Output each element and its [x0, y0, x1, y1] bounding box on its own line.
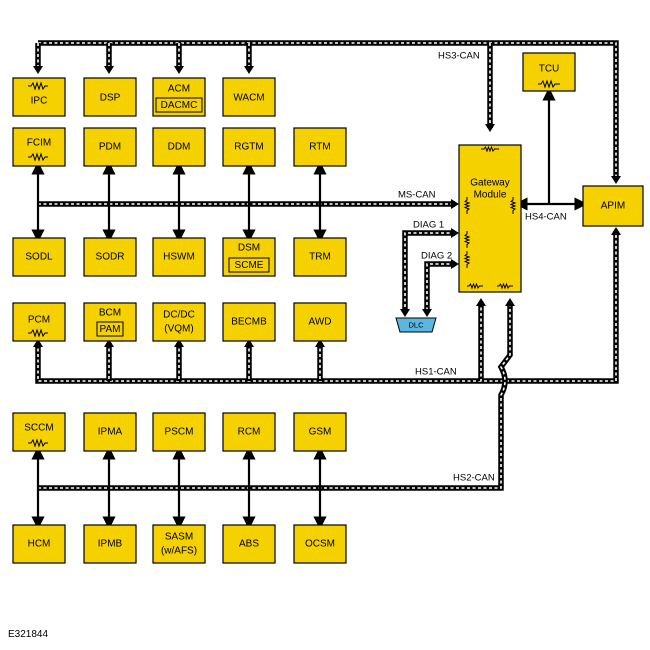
module-label: APIM — [601, 201, 625, 212]
module-rgtm: RGTM — [222, 127, 276, 167]
module-label: HSWM — [163, 252, 195, 263]
module-label: IPMA — [98, 427, 123, 438]
module-label: HCM — [28, 539, 51, 550]
module-label: RCM — [238, 427, 261, 438]
hs2-can-label: HS2-CAN — [453, 473, 495, 484]
module-label: BCM — [99, 308, 121, 319]
dlc-connector: DLC — [395, 317, 437, 333]
module-label: PSCM — [165, 427, 194, 438]
module-dsm: DSM SCME — [222, 237, 276, 277]
module-acm: ACM DACMC — [152, 77, 206, 117]
module-trm: TRM — [293, 237, 347, 277]
module-hcm: HCM — [12, 524, 66, 564]
module-label: ABS — [239, 539, 259, 550]
hs1-can-bus — [35, 231, 619, 384]
module-sublabel: DACMC — [161, 100, 198, 111]
module-awd: AWD — [293, 302, 347, 342]
module-ddm: DDM — [152, 127, 206, 167]
module-label: SODR — [96, 252, 125, 263]
hs1-can-label: HS1-CAN — [415, 367, 457, 378]
module-label: TRM — [309, 252, 331, 263]
gateway-label-line1: Gateway — [470, 178, 509, 189]
module-label: RTM — [309, 142, 330, 153]
module-label: SASM — [165, 532, 193, 543]
module-sublabel: SCME — [235, 260, 264, 271]
module-fcim: FCIM — [12, 127, 66, 167]
module-label: FCIM — [27, 138, 51, 149]
hs4-can-label: HS4-CAN — [525, 212, 567, 223]
module-label: SCCM — [24, 423, 53, 434]
connection-arrows — [31, 87, 588, 530]
module-hswm: HSWM — [152, 237, 206, 277]
module-label: RGTM — [234, 142, 263, 153]
module-label: BECMB — [231, 317, 267, 328]
module-label: GSM — [309, 427, 332, 438]
module-pdm: PDM — [83, 127, 137, 167]
module-sublabel: (VQM) — [164, 324, 193, 335]
module-ipc: IPC — [12, 77, 66, 117]
module-bcm: BCM PAM — [83, 302, 137, 342]
module-label: SODL — [25, 252, 53, 263]
module-gsm: GSM — [293, 412, 347, 452]
module-label: DSM — [238, 243, 260, 254]
module-sublabel: (w/AFS) — [161, 546, 197, 557]
module-dsp: DSP — [83, 77, 137, 117]
hs2-can-bus — [38, 302, 513, 491]
diag1-label: DIAG 1 — [413, 220, 444, 231]
module-label: AWD — [309, 317, 332, 328]
dlc-label: DLC — [408, 320, 424, 329]
module-sublabel: PAM — [100, 324, 121, 335]
module-dcdc: DC/DC (VQM) — [152, 302, 206, 342]
module-label: DSP — [100, 93, 121, 104]
module-sasm: SASM (w/AFS) — [152, 524, 206, 564]
module-label: PCM — [28, 315, 50, 326]
module-label: TCU — [539, 64, 560, 75]
diag-lines — [402, 230, 455, 312]
module-tcu: TCU — [522, 52, 576, 92]
module-ipmb: IPMB — [83, 524, 137, 564]
module-sodr: SODR — [83, 237, 137, 277]
gateway-module: Gateway Module — [458, 144, 522, 293]
module-sccm: SCCM — [12, 412, 66, 452]
bus-endpoint-arrows — [33, 66, 621, 347]
module-label: PDM — [99, 142, 121, 153]
module-label: WACM — [233, 93, 264, 104]
module-label: OCSM — [305, 539, 335, 550]
ms-can-label: MS-CAN — [398, 190, 436, 201]
diag2-label: DIAG 2 — [421, 251, 452, 262]
hs3-can-bus — [35, 40, 619, 180]
hs3-can-label: HS3-CAN — [438, 51, 480, 62]
module-sodl: SODL — [12, 237, 66, 277]
figure-code: E321844 — [8, 629, 48, 640]
module-rcm: RCM — [222, 412, 276, 452]
module-pcm: PCM — [12, 302, 66, 342]
module-label: ACM — [168, 84, 190, 95]
module-label: IPC — [31, 96, 48, 107]
module-pscm: PSCM — [152, 412, 206, 452]
module-ipma: IPMA — [83, 412, 137, 452]
module-abs: ABS — [222, 524, 276, 564]
module-label: DDM — [168, 142, 191, 153]
module-wacm: WACM — [222, 77, 276, 117]
module-ocsm: OCSM — [293, 524, 347, 564]
module-label: IPMB — [98, 539, 123, 550]
module-becmb: BECMB — [222, 302, 276, 342]
module-apim: APIM — [582, 185, 644, 227]
module-rtm: RTM — [293, 127, 347, 167]
gateway-label-line2: Module — [474, 190, 507, 201]
module-label: DC/DC — [163, 310, 195, 321]
